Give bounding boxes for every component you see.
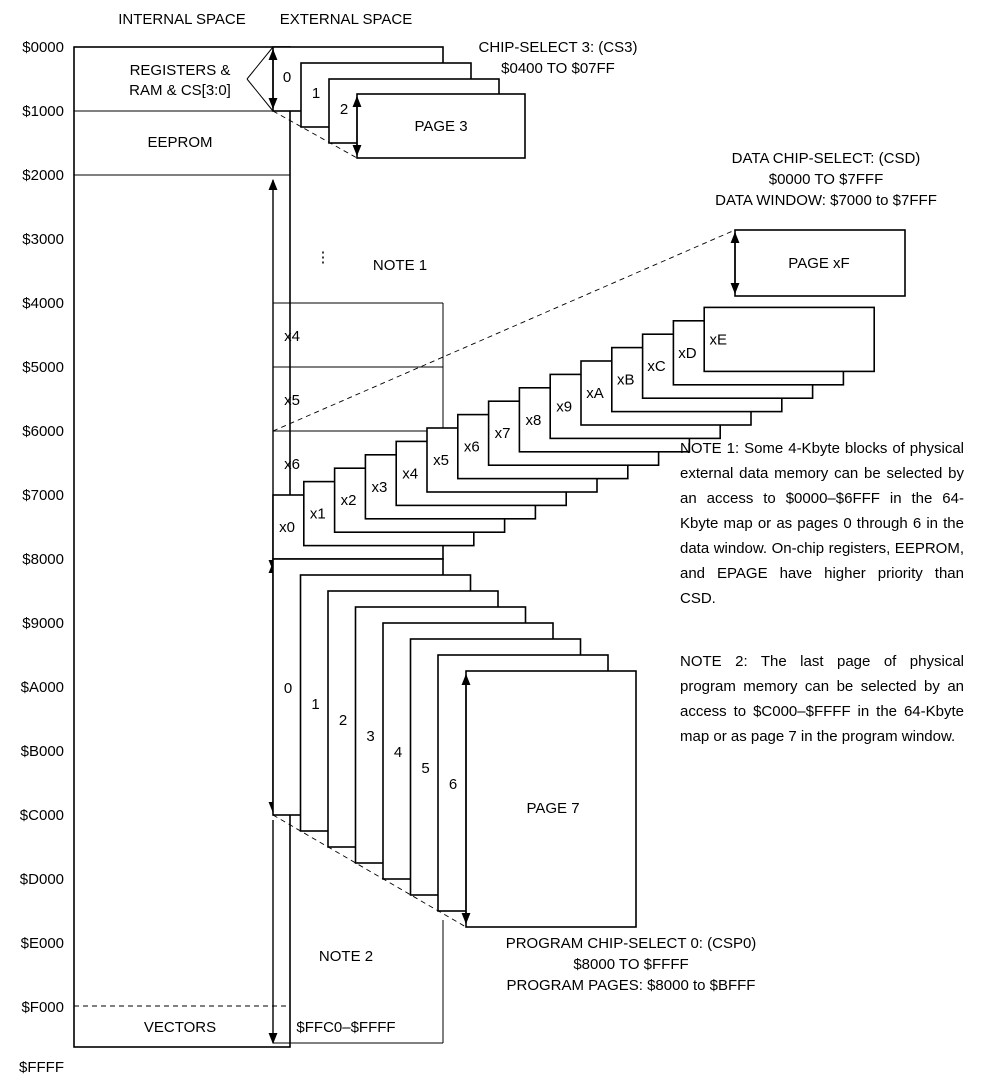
address-label-2000: $2000: [22, 167, 64, 184]
internal-space-box: [73, 46, 291, 1048]
slot-x4-label: x4: [284, 328, 300, 345]
slot-x6-label: x6: [284, 456, 300, 473]
cs3-page-3: [356, 93, 526, 159]
cs3-range: $0400 TO $07FF: [501, 60, 615, 77]
csd-page-xB-label: xB: [617, 372, 635, 389]
address-label-4000: $4000: [22, 295, 64, 312]
internal-space-header: INTERNAL SPACE: [118, 11, 246, 28]
address-label-D000: $D000: [20, 871, 64, 888]
csd-page-xD-label: xD: [678, 345, 697, 362]
cs3-title: CHIP-SELECT 3: (CS3): [479, 39, 638, 56]
csp0-page-1-label: 1: [311, 696, 319, 713]
csd-page-x2-label: x2: [341, 492, 357, 509]
address-label-B000: $B000: [21, 743, 64, 760]
registers-label-line1: REGISTERS &: [130, 62, 231, 79]
slot-x5-label: x5: [284, 392, 300, 409]
cs3-page-3-label: PAGE 3: [414, 118, 467, 135]
csd-page-xA-label: xA: [586, 385, 604, 402]
external-bottom-region: NOTE 2 $FFC0–$FFFF: [268, 820, 444, 1045]
note-2-text: NOTE 2: The last page of physical progra…: [680, 653, 964, 745]
note1-marker: NOTE 1: [373, 257, 427, 274]
note-1-text: NOTE 1: Some 4-Kbyte blocks of physical …: [680, 440, 964, 607]
address-label-7000: $7000: [22, 487, 64, 504]
csd-page-x5-label: x5: [433, 452, 449, 469]
csp0-title: PROGRAM CHIP-SELECT 0: (CSP0): [506, 935, 757, 952]
address-label-1000: $1000: [22, 103, 64, 120]
csd-title: DATA CHIP-SELECT: (CSD): [732, 150, 921, 167]
csd-page-xF: [734, 229, 906, 297]
csd-page-x3-label: x3: [371, 479, 387, 496]
cs3-page-1-label: 1: [312, 85, 320, 102]
csp0-page-stack: 0 1 2 3 4 5 6 PAGE 7 PROGRAM CHIP-SELECT 0: (C…: [268, 558, 757, 994]
csd-page-stack: x0 x1 x2 x3 x4 x5 x6 x7 x8 x9 xA xB xC xD xE PAGE xF D…: [272, 150, 937, 560]
csd-guide-top: [272, 229, 736, 432]
csd-page-x6-label: x6: [464, 439, 480, 456]
address-label-6000: $6000: [22, 423, 64, 440]
csd-page-x9-label: x9: [556, 398, 572, 415]
address-label-8000: $8000: [22, 551, 64, 568]
csd-page-xE: [703, 306, 876, 373]
address-label-5000: $5000: [22, 359, 64, 376]
csp0-page-3-label: 3: [366, 728, 374, 745]
csp0-pages-range: PROGRAM PAGES: $8000 to $BFFF: [507, 977, 756, 994]
csp0-range: $8000 TO $FFFF: [573, 956, 688, 973]
address-label-A000: $A000: [21, 679, 64, 696]
csp0-page-4-label: 4: [394, 744, 402, 761]
csd-page-x8-label: x8: [525, 412, 541, 429]
eeprom-label: EEPROM: [147, 134, 212, 151]
registers-label-line2: RAM & CS[3:0]: [129, 82, 231, 99]
csd-page-x1-label: x1: [310, 506, 326, 523]
csd-page-x4-label: x4: [402, 465, 418, 482]
address-label-FFFF: $FFFF: [19, 1059, 64, 1076]
internal-space-column: REGISTERS & RAM & CS[3:0] EEPROM VECTORS: [73, 46, 291, 1048]
address-labels: $0000 $1000 $2000 $3000 $4000 $5000 $6000 $7000…: [19, 39, 64, 1076]
csd-pages: x0 x1 x2 x3 x4 x5 x6 x7 x8 x9 xA xB xC xD xE: [272, 306, 876, 560]
address-label-F000: $F000: [21, 999, 64, 1016]
vectors-range-label: $FFC0–$FFFF: [296, 1019, 395, 1036]
cs3-guide-bottom: [272, 110, 358, 159]
csd-window: DATA WINDOW: $7000 to $7FFF: [715, 192, 937, 209]
external-space-header: EXTERNAL SPACE: [280, 11, 413, 28]
cs3-page-0-label: 0: [283, 69, 291, 86]
address-label-3000: $3000: [22, 231, 64, 248]
cs3-region: 0 1 2 PAGE 3 CHIP-SELECT 3: (CS3) $0400 …: [246, 39, 638, 159]
external-data-slots: ⋮ NOTE 1 x4 x5 x6: [268, 178, 444, 572]
csp0-page-7-label: PAGE 7: [526, 800, 579, 817]
csd-page-x0-label: x0: [279, 519, 295, 536]
address-label-C000: $C000: [20, 807, 64, 824]
csp0-page-6-label: 6: [449, 776, 457, 793]
csd-page-x7-label: x7: [495, 425, 511, 442]
address-label-9000: $9000: [22, 615, 64, 632]
csp0-page-2-label: 2: [339, 712, 347, 729]
csp0-guide-bottom: [272, 814, 467, 928]
vectors-label: VECTORS: [144, 1019, 216, 1036]
csp0-page-7: [465, 670, 637, 928]
note2-marker: NOTE 2: [319, 948, 373, 965]
address-label-E000: $E000: [21, 935, 64, 952]
cs3-page-2-label: 2: [340, 101, 348, 118]
csp0-page-0-label: 0: [284, 680, 292, 697]
csd-page-xC-label: xC: [647, 358, 666, 375]
csd-page-xE-label: xE: [709, 331, 727, 348]
csd-page-xF-label: PAGE xF: [788, 255, 849, 272]
ellipsis-dots: ⋮: [316, 249, 331, 266]
address-label-0000: $0000: [22, 39, 64, 56]
csd-range: $0000 TO $7FFF: [769, 171, 884, 188]
csp0-page-5-label: 5: [421, 760, 429, 777]
